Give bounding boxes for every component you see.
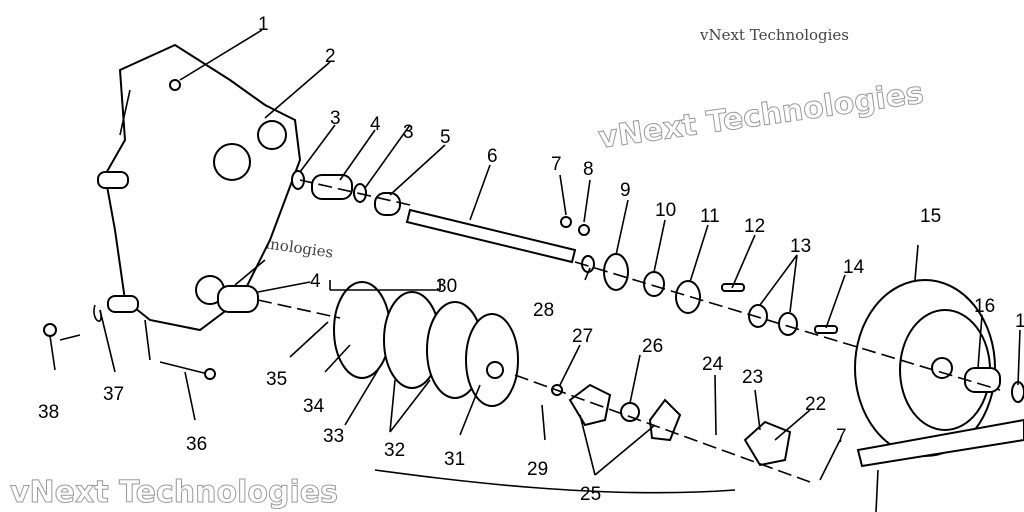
callout-38: 38 [38,402,59,423]
callout-15: 15 [920,206,941,227]
gear-case-housing [97,43,302,332]
callout-8: 8 [583,159,594,180]
callout-29: 29 [527,459,548,480]
callout-17-partial: 1 [1015,311,1024,332]
watermark-text-right: vNext Technologies [699,26,849,44]
callout-12: 12 [744,216,765,237]
callout-32: 32 [384,440,405,461]
leader-lines [49,29,1021,512]
callout-33: 33 [323,426,344,447]
callout-3b: 3 [403,122,414,143]
callout-36: 36 [186,434,207,455]
callout-27: 27 [572,326,593,347]
callout-6: 6 [487,146,498,167]
centerlines [59,179,1001,483]
callout-9: 9 [620,180,631,201]
callout-7: 7 [551,154,562,175]
callout-7b: 7 [836,426,847,447]
callout-13: 13 [790,236,811,257]
callout-5: 5 [440,127,451,148]
watermark-outline-right: vNext Technologies [596,76,926,156]
callout-14: 14 [843,257,865,278]
callout-35: 35 [266,369,287,390]
callout-labels: 1 2 3 4 3 5 6 7 8 9 10 11 12 13 14 15 16… [38,14,1024,505]
callout-22: 22 [805,394,826,415]
callout-16: 16 [974,296,995,317]
callout-37: 37 [103,384,124,405]
callout-4: 4 [370,114,381,135]
callout-3: 3 [330,108,341,129]
callout-25: 25 [580,484,601,505]
callout-30: 30 [436,276,457,297]
clutch-assembly [333,281,519,407]
callout-34: 34 [303,396,325,417]
callout-31: 31 [444,449,465,470]
callout-23: 23 [742,367,763,388]
callout-4b: 4 [310,271,321,292]
callout-10: 10 [655,200,676,221]
callout-24: 24 [702,354,724,375]
callout-26: 26 [642,336,663,357]
callout-2: 2 [325,46,336,67]
callout-11: 11 [700,206,720,227]
callout-1: 1 [258,14,269,35]
callout-28: 28 [533,300,554,321]
watermark-outline-left: vNext Technologies [10,475,338,510]
